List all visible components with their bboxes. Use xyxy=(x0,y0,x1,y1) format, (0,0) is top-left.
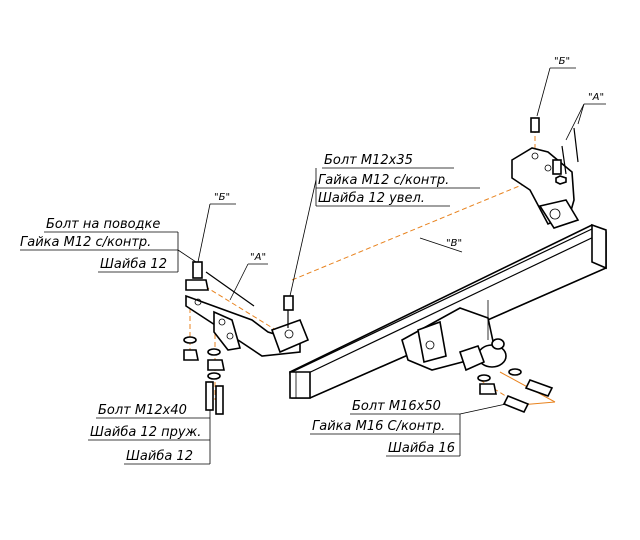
label-group-bolt-lead: Болт на поводке Гайка М12 с/контр. Шайба… xyxy=(20,217,167,272)
label-washer-12-spring: Шайба 12 пруж. xyxy=(90,425,201,440)
tow-ball-neck xyxy=(458,344,486,372)
label-washer-16: Шайба 16 xyxy=(388,441,455,456)
callout-a-top-right: "А" xyxy=(588,92,604,103)
bolt-lead-left xyxy=(192,261,203,279)
label-washer-12-b: Шайба 12 xyxy=(126,449,193,464)
crossbar-body xyxy=(289,224,607,399)
callout-b-left: "Б" xyxy=(214,192,230,203)
label-bolt-lead: Болт на поводке xyxy=(46,217,160,232)
right-bracket-tab xyxy=(538,199,580,229)
bolt-m16x50-b xyxy=(524,379,554,397)
label-nut-m12-a: Гайка М12 с/контр. xyxy=(20,235,151,250)
bolt-m12x40-a xyxy=(205,381,214,411)
label-nut-m12-b: Гайка М12 с/контр. xyxy=(318,173,449,188)
nut-left-2 xyxy=(207,359,225,371)
label-nut-m16: Гайка М16 С/контр. xyxy=(312,419,445,434)
nut-left-1 xyxy=(183,349,199,361)
nut-m16 xyxy=(479,383,497,395)
bolt-m12x40-b xyxy=(215,385,224,415)
left-bracket-web xyxy=(213,310,242,351)
leader-lines xyxy=(20,67,606,465)
left-bracket-plate xyxy=(185,294,301,357)
bolt-top-right xyxy=(530,117,540,133)
bolt-m12x35 xyxy=(283,295,294,311)
towball-mount xyxy=(401,300,507,372)
label-group-m16x50: Болт М16х50 Гайка М16 С/контр. Шайба 16 xyxy=(312,399,455,456)
bolt-right-mid xyxy=(552,159,562,175)
towball-side-plate xyxy=(417,320,447,364)
main-crossbar xyxy=(289,223,607,399)
label-washer-12-enlarged: Шайба 12 увел. xyxy=(318,191,425,206)
bottom-right-hardware xyxy=(477,368,554,414)
bolt-m16x50-a xyxy=(502,394,530,414)
left-bracket xyxy=(185,294,301,357)
label-group-m12x35: Болт М12х35 Гайка М12 с/контр. Шайба 12 … xyxy=(318,153,449,206)
callout-a-left: "А" xyxy=(250,252,266,263)
label-bolt-m12x40: Болт М12х40 xyxy=(98,403,187,418)
callout-b-top-right: "Б" xyxy=(554,56,570,67)
label-bolt-m12x35: Болт М12х35 xyxy=(324,153,413,168)
middle-plate xyxy=(270,318,310,354)
right-upper-bracket xyxy=(511,117,580,229)
arrow-markers xyxy=(205,127,579,307)
crossbar-end-left xyxy=(289,371,311,399)
crossbar-end-right xyxy=(591,223,607,270)
middle-mount-plate xyxy=(270,295,310,354)
left-hardware xyxy=(183,261,225,415)
callout-v-center: "В" xyxy=(446,238,462,249)
label-group-m12x40: Болт М12х40 Шайба 12 пруж. Шайба 12 xyxy=(90,403,201,464)
callout-labels: "Б" "А" "Б" "А" "В" xyxy=(214,56,604,263)
label-washer-12-a: Шайба 12 xyxy=(100,257,167,272)
label-bolt-m16x50: Болт М16х50 xyxy=(352,399,441,414)
